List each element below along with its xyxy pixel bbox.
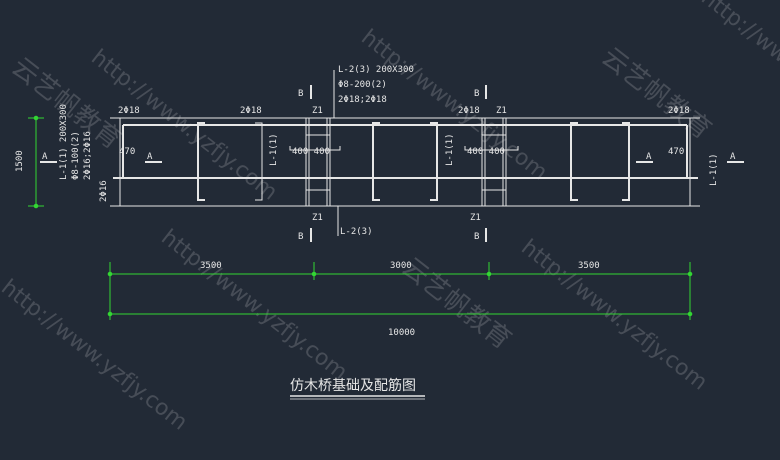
section-b-bottom-left: B [298,232,303,242]
dim-total: 10000 [388,328,415,338]
column-offset-right: 400 400 [467,147,505,157]
beam-mid-label-left: L-1(1) [269,133,279,166]
beam-end-label-right: L-1(1) [709,153,719,186]
section-a-outer-right: A [730,152,736,162]
rebar-label-left: 2Φ18 [118,106,140,116]
bottom-beam-label: L-2(3) [340,227,373,237]
dim-span-mid: 3000 [390,261,412,271]
rebar-label-2: 2Φ18 [240,106,262,116]
top-beam-label-3: 2Φ18;2Φ18 [338,95,387,105]
section-a-inner-right: A [646,152,652,162]
offset-right: 470 [668,147,684,157]
top-beam-label-1: L-2(3) 200X300 [338,65,414,75]
section-a-outer-left: A [42,152,48,162]
left-beam-label-3: 2Φ16;2Φ16 [83,131,93,180]
section-b-bottom-right: B [474,232,479,242]
left-bottom-bar-label: 2Φ16 [99,180,109,202]
column-z1-bottom-left: Z1 [312,213,323,223]
section-b-top-right: B [474,89,479,99]
top-beam-label-2: Φ8-200(2) [338,80,387,90]
watermark-cn-2: 云艺帆教育 [396,252,517,356]
left-beam-label-1: L-1(1) 200X300 [59,104,69,180]
rebar-label-right: 2Φ18 [668,106,690,116]
column-z1-top-right: Z1 [496,106,507,116]
dim-span-right: 3500 [578,261,600,271]
offset-left: 470 [119,147,135,157]
watermark-cn-1: 云艺帆教育 [596,42,717,146]
left-beam-label-2: Φ8-100(2) [71,131,81,180]
section-b-top-left: B [298,89,303,99]
dimension-lines [28,115,693,320]
section-a-inner-left: A [147,152,153,162]
beam-mid-label-right: L-1(1) [445,133,455,166]
rebar-label-3: 2Φ18 [458,106,480,116]
dim-span-left: 3500 [200,261,222,271]
watermark-url-4: http://www.yzfjy.com [516,235,712,395]
column-z1-bottom-right: Z1 [470,213,481,223]
column-offset-left: 400 400 [292,147,330,157]
dim-height: 1500 [15,150,25,172]
watermark-url-3: http://www.yzfjy.com [156,225,352,385]
drawing-title: 仿木桥基础及配筋图 [290,377,416,394]
section-markers [40,85,744,242]
watermark-url-5: http://www.yzfjy.com [0,275,192,435]
foundation-outline [110,70,700,236]
column-z1-top-left: Z1 [312,106,323,116]
